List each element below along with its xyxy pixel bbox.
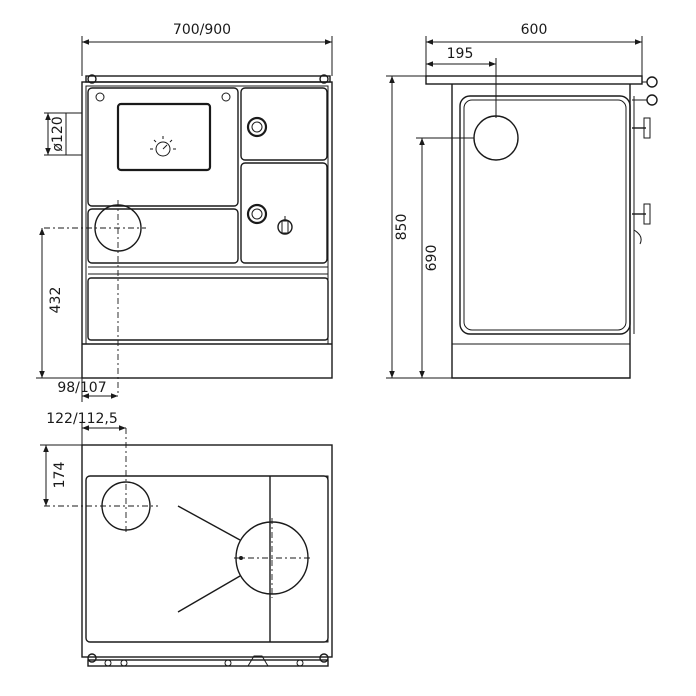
air-regulator-icon <box>277 216 293 235</box>
oven-door <box>87 87 239 207</box>
side-handle-upper-icon <box>632 117 651 139</box>
dim-flue-diameter: ø120 <box>50 116 66 151</box>
front-rail-knob-right <box>319 74 329 84</box>
side-knob-top-icon <box>646 76 658 88</box>
front-body-outline <box>81 81 333 379</box>
dimension-labels: 700/900 600 195 ø120 850 690 432 98/107 … <box>46 22 547 488</box>
top-hob-plate <box>85 475 329 643</box>
dimension-lines <box>36 36 643 506</box>
dim-width-front: 700/900 <box>173 22 231 38</box>
side-flue-circle <box>473 115 519 161</box>
dim-offset-top-y: 174 <box>52 462 68 489</box>
thermometer-icon <box>150 136 176 157</box>
dim-height-flue-side: 690 <box>424 245 440 272</box>
firebox-lower-door <box>240 162 328 264</box>
lower-oven-door <box>87 208 239 264</box>
dim-offset-195: 195 <box>447 46 474 62</box>
side-flue-connector <box>65 112 83 156</box>
dim-height-total: 850 <box>394 214 410 241</box>
top-view <box>44 428 333 667</box>
upper-door-handle-icon <box>246 116 268 138</box>
dim-width-side: 600 <box>521 22 548 38</box>
front-view <box>44 74 333 396</box>
storage-drawer <box>87 277 329 341</box>
dim-height-flue-front: 432 <box>48 287 64 314</box>
front-inner-panel <box>85 85 329 345</box>
front-top-rail <box>85 75 331 83</box>
side-view <box>425 75 658 379</box>
top-bottom-rail <box>87 659 329 667</box>
top-outline <box>81 444 333 658</box>
front-rail-knob-left <box>87 74 97 84</box>
firebox-upper-door <box>240 87 328 161</box>
side-panel <box>459 95 631 335</box>
side-knob-2-icon <box>646 94 658 106</box>
side-handle-lower-icon <box>632 203 651 245</box>
dim-offset-bottom-front: 98/107 <box>57 380 106 396</box>
lower-door-handle-icon <box>246 203 268 225</box>
side-top-plate <box>425 75 643 85</box>
hinge-left-icon <box>95 92 105 102</box>
dim-offset-top-x: 122/112,5 <box>46 411 118 427</box>
oven-window <box>116 102 212 172</box>
hinge-right-icon <box>221 92 231 102</box>
